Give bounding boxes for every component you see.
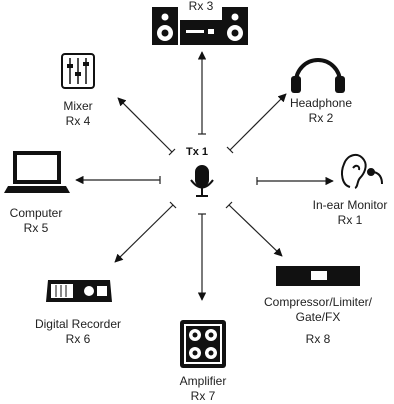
in-ear-monitor-icon (341, 153, 383, 189)
mixer-label: Mixer (63, 99, 93, 113)
microphone-icon (190, 165, 214, 197)
mixer-icon (61, 53, 95, 89)
laptop-icon (4, 151, 70, 193)
studio-monitor-speakers-icon (152, 7, 248, 45)
rack-processor-icon (276, 266, 360, 286)
amplifier-cabinet-icon (180, 320, 226, 368)
rx5-label: Rx 5 (23, 221, 49, 235)
rx6-label: Rx 6 (65, 332, 91, 346)
headphone-icon (291, 58, 345, 93)
digital-recorder-icon (46, 280, 112, 302)
rx4-label: Rx 4 (65, 114, 91, 128)
digital-recorder-label: Digital Recorder (34, 317, 122, 331)
rx1-label: Rx 1 (337, 213, 363, 227)
compressor-label-line2: Gate/FX (295, 310, 341, 324)
amplifier-label: Amplifier (179, 374, 227, 388)
transmitter-label: Tx 1 (186, 146, 209, 158)
rx8-label: Rx 8 (305, 332, 331, 346)
rx2-label: Rx 2 (308, 111, 334, 125)
signal-arrows (75, 51, 334, 301)
headphone-label: Headphone (289, 96, 353, 110)
compressor-label-line1: Compressor/Limiter/ (263, 295, 373, 309)
rx7-label: Rx 7 (190, 389, 216, 403)
computer-label: Computer (9, 206, 63, 220)
rx3-label: Rx 3 (188, 0, 214, 13)
in-ear-monitor-label: In-ear Monitor (312, 198, 388, 212)
